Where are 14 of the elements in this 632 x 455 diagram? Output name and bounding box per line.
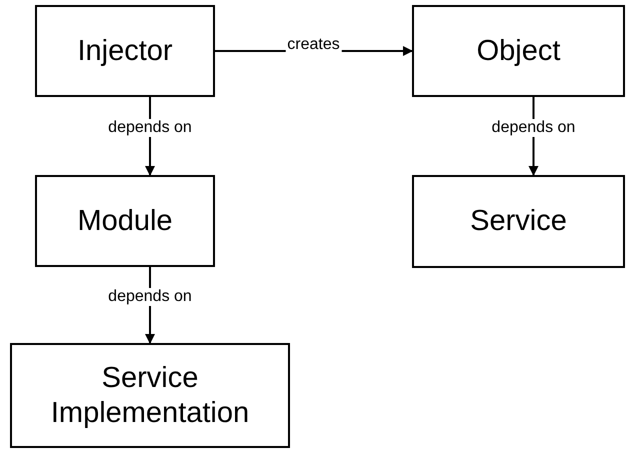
process-box xyxy=(10,343,290,448)
node-label: Service xyxy=(470,204,567,239)
node-label: Object xyxy=(476,34,560,68)
node-label: Module xyxy=(77,204,173,238)
node-label: Injector xyxy=(77,34,173,68)
process-box xyxy=(412,5,625,97)
process-box xyxy=(35,5,215,97)
edge-label: creates xyxy=(285,36,342,54)
process-box xyxy=(35,175,215,267)
edge-label: depends on xyxy=(106,288,194,306)
process-box xyxy=(412,175,625,268)
node-label: Service Implementation xyxy=(50,360,250,430)
edge-label: depends on xyxy=(106,119,194,137)
edge-label: depends on xyxy=(490,119,578,137)
